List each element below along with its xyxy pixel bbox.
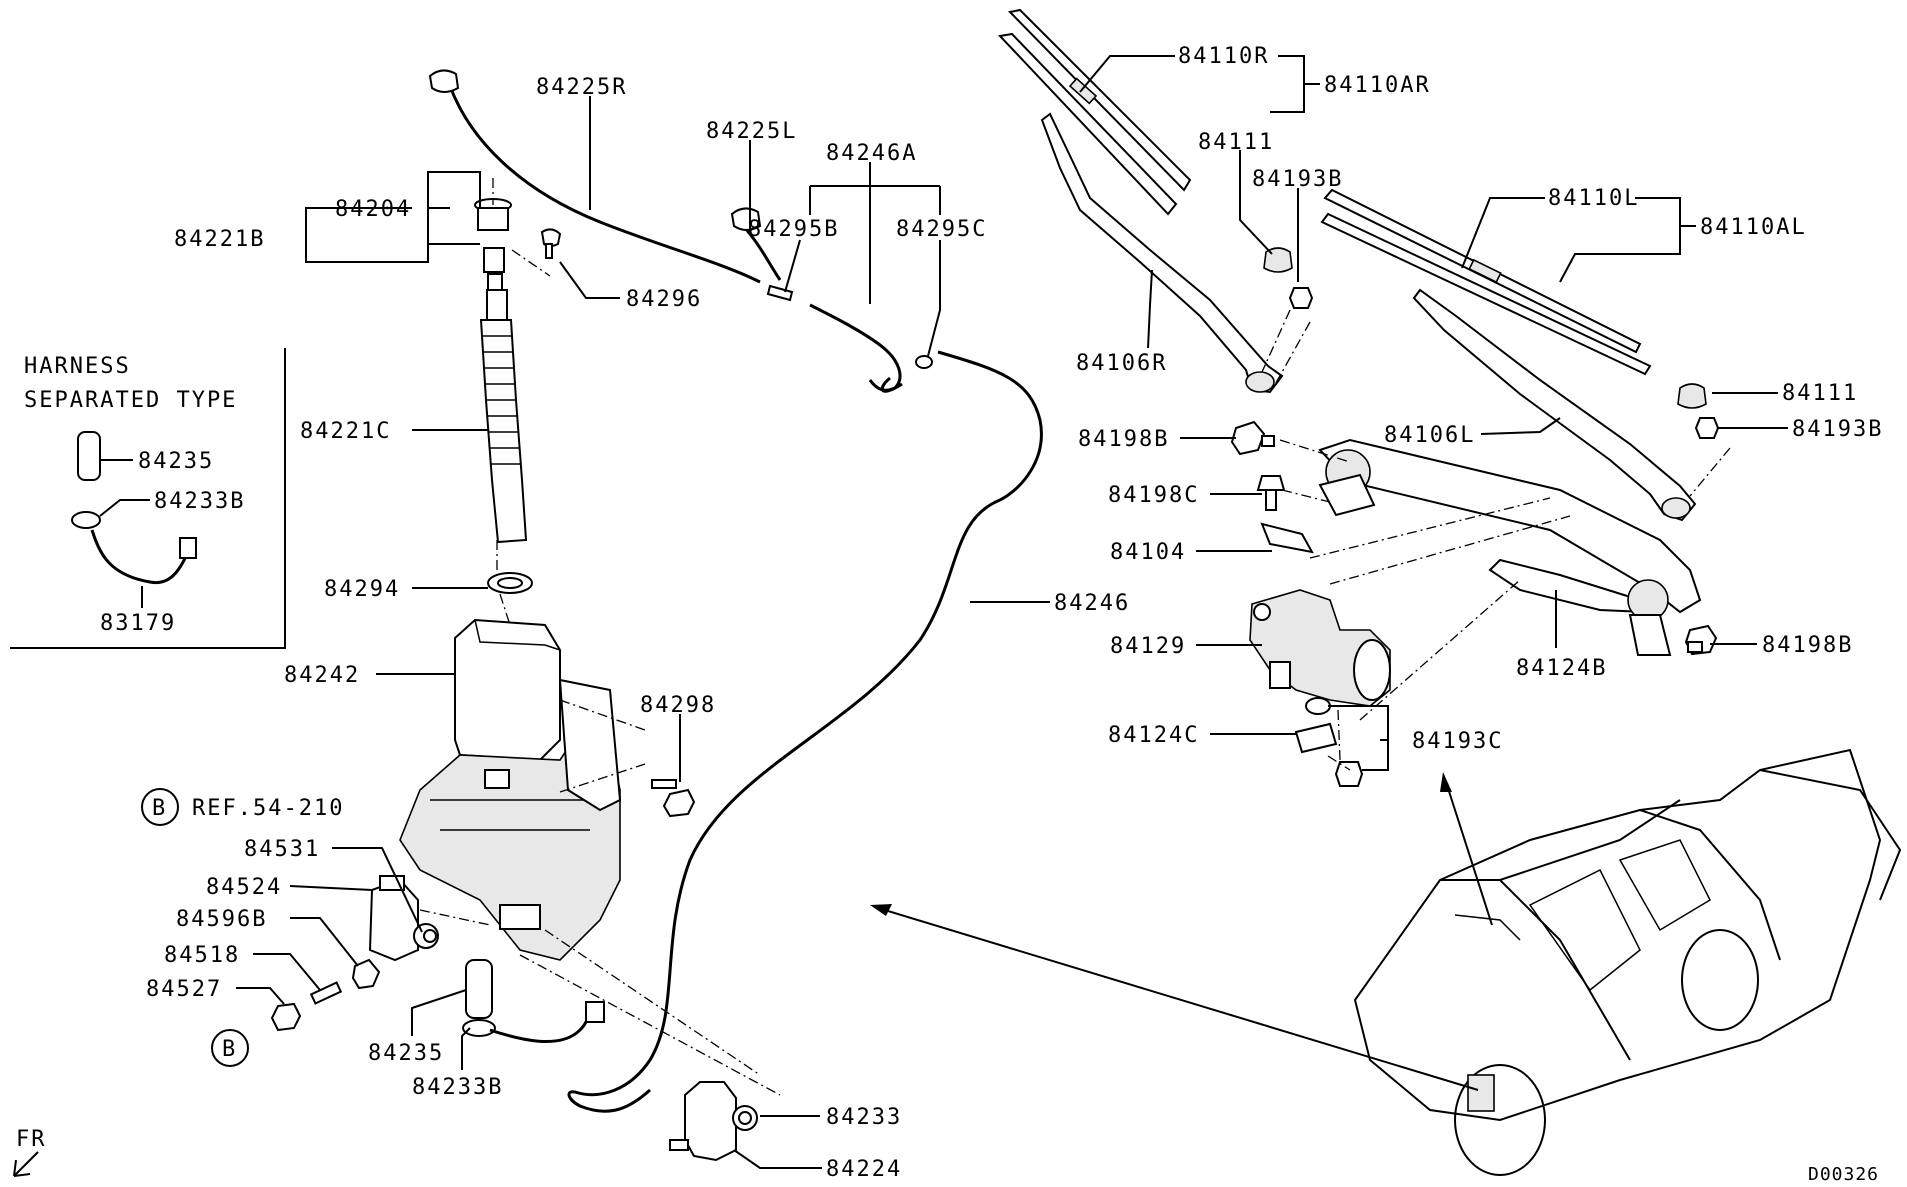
label-84596B: 84596B (176, 907, 267, 932)
wiper-motor (1249, 589, 1391, 707)
inset-harness (10, 348, 286, 649)
motor-bracket-and-nuts (1294, 697, 1364, 787)
vehicle-outline (1353, 748, 1902, 1176)
nozzle-hose-right (428, 69, 761, 284)
label-84129: 84129 (1110, 634, 1186, 659)
label-84225L: 84225L (706, 119, 797, 144)
label-84124C: 84124C (1108, 723, 1199, 748)
label-84233B-inset: 84233B (154, 489, 245, 514)
wiper-linkage (1318, 438, 1702, 656)
label-84518: 84518 (164, 943, 240, 968)
tank-bolt (651, 779, 696, 818)
label-84110R: 84110R (1178, 44, 1269, 69)
hose-84246 (567, 350, 1043, 1113)
washer-tank (399, 618, 622, 961)
label-84298: 84298 (640, 693, 716, 718)
label-84198B-right: 84198B (1762, 633, 1853, 658)
location-arrows (870, 772, 1493, 1091)
diagram-code: D00326 (1808, 1164, 1879, 1185)
label-84294: 84294 (324, 577, 400, 602)
label-84233B: 84233B (412, 1075, 503, 1100)
label-84224: 84224 (826, 1157, 902, 1182)
label-84106L: 84106L (1384, 423, 1475, 448)
label-84233: 84233 (826, 1105, 902, 1130)
label-84110AR: 84110AR (1324, 73, 1431, 98)
reference-marker-circle (141, 788, 179, 826)
front-washer-pump (669, 1081, 758, 1162)
label-84104: 84104 (1110, 540, 1186, 565)
label-84296: 84296 (626, 287, 702, 312)
label-84193C: 84193C (1412, 729, 1503, 754)
label-84531: 84531 (244, 837, 320, 862)
label-84221B: 84221B (174, 227, 265, 252)
label-83179: 83179 (100, 611, 176, 636)
inset-title-line1: HARNESS (24, 354, 131, 379)
label-84204: 84204 (335, 197, 411, 222)
front-arrow-icon (13, 1151, 39, 1177)
label-84246: 84246 (1054, 591, 1130, 616)
callout-marker-letter: B (222, 1037, 237, 1062)
label-84110L: 84110L (1548, 186, 1639, 211)
linkage-bolts (1230, 420, 1718, 656)
label-84524: 84524 (206, 875, 282, 900)
label-84527: 84527 (146, 977, 222, 1002)
label-84242: 84242 (284, 663, 360, 688)
wiper-blade-right (997, 8, 1192, 216)
label-84198C: 84198C (1108, 483, 1199, 508)
label-84124B: 84124B (1516, 656, 1607, 681)
label-84193B-right: 84193B (1792, 417, 1883, 442)
part-labels: 84110R 84110AR 84111 84193B 84110L 84110… (16, 44, 1883, 1185)
label-84106R: 84106R (1076, 351, 1167, 376)
bracket (1260, 522, 1314, 554)
label-84221C: 84221C (300, 419, 391, 444)
arm-caps-and-nuts (1263, 247, 1720, 439)
label-84198B-left: 84198B (1078, 427, 1169, 452)
label-84110AL: 84110AL (1700, 215, 1807, 240)
assembly-lines-wiper (1261, 309, 1731, 771)
wiper-arm-left (1412, 288, 1697, 522)
hose-84246a (766, 284, 933, 393)
wiper-arm-right (1040, 112, 1284, 394)
label-84111-top: 84111 (1198, 130, 1274, 155)
reference-text: REF.54-210 (192, 796, 344, 821)
label-84246A: 84246A (826, 141, 917, 166)
seal-ring (487, 572, 533, 594)
label-84295B: 84295B (748, 217, 839, 242)
assembly-lines-tank (419, 178, 781, 1096)
level-sensor (462, 959, 605, 1043)
label-84235-inset: 84235 (138, 449, 214, 474)
front-marker-label: FR (16, 1127, 47, 1152)
callout-marker-circle (211, 1029, 249, 1067)
filler-neck-top (474, 198, 562, 291)
label-84193B-top: 84193B (1252, 167, 1343, 192)
filler-tube (479, 289, 528, 544)
inset-title-line2: SEPARATED TYPE (24, 388, 237, 413)
label-84225R: 84225R (536, 75, 627, 100)
wiper-blade-left (1320, 188, 1652, 376)
leader-lines (99, 55, 1788, 1169)
label-84235: 84235 (368, 1041, 444, 1066)
label-84295C: 84295C (896, 217, 987, 242)
nozzle-hose-left (730, 207, 782, 281)
label-84111-right: 84111 (1782, 381, 1858, 406)
reference-marker-letter: B (152, 796, 167, 821)
